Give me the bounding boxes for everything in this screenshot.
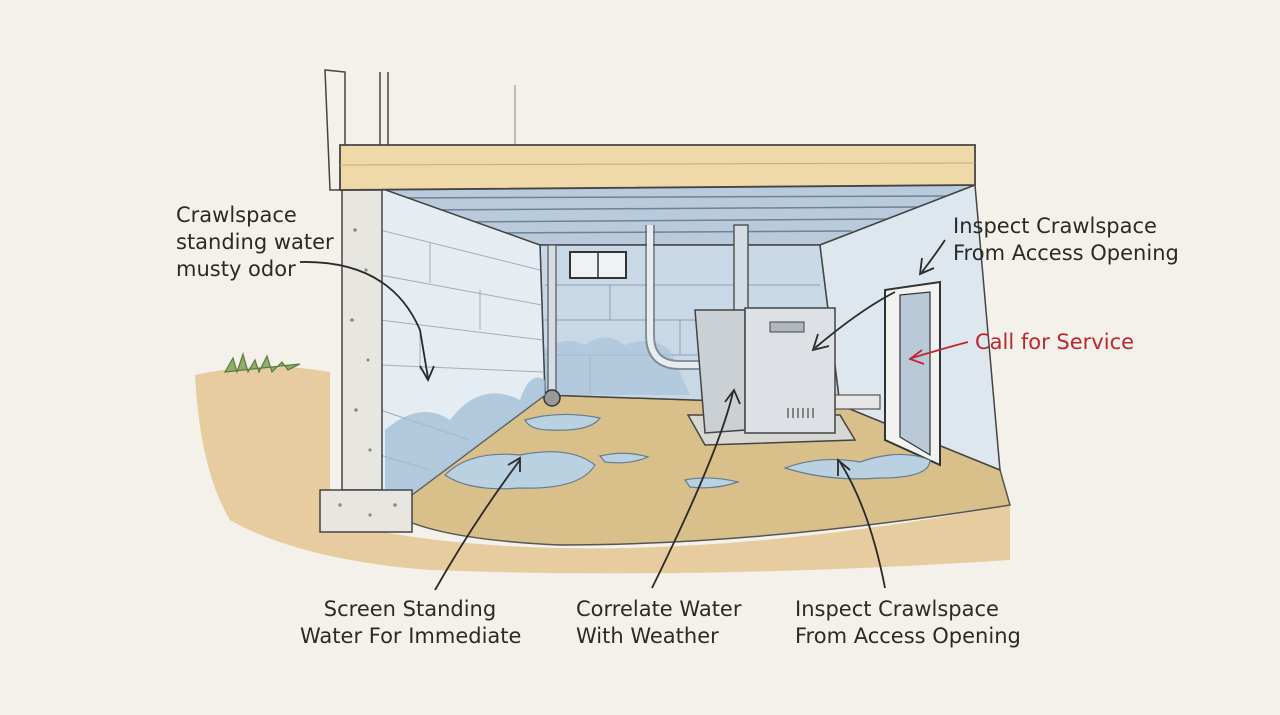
label-line: Call for Service [975,330,1135,354]
access-door-opening [899,291,931,457]
water-stain-left [385,377,545,500]
arrow-bottom-right [839,461,886,589]
floor-beam [339,144,976,191]
label-line: standing water [176,230,334,254]
side-pipe [834,394,881,410]
label-top-right: Inspect Crawlspace From Access Opening [953,213,1179,267]
label-line: musty odor [176,257,296,281]
puddles [444,413,931,490]
crawlspace-floor [404,394,1011,546]
arrow-bottom-left [434,459,521,591]
arrow-bottom-center [651,391,734,589]
label-bottom-center: Correlate Water With Weather [576,596,741,650]
arrow-top-left [299,261,429,379]
label-top-left: Crawlspace standing water musty odor [176,202,334,283]
label-line: Inspect Crawlspace [795,597,999,621]
label-line: Water For Immediate [300,624,522,648]
label-line: With Weather [576,624,719,648]
label-line: Inspect Crawlspace [953,214,1157,238]
foundation-pillar [341,189,383,491]
pointer-arrows [299,239,946,591]
foundation-footing [319,489,413,533]
label-line: Crawlspace [176,203,297,227]
soil-ground [195,366,1010,574]
label-bottom-right: Inspect Crawlspace From Access Opening [795,596,1021,650]
label-line: From Access Opening [953,241,1179,265]
alert-arrow [908,341,969,365]
label-bottom-left: Screen Standing Water For Immediate [300,596,522,650]
label-line: Screen Standing [323,597,497,621]
grass [223,351,301,375]
drain-pipe [733,224,749,321]
label-line: From Access Opening [795,624,1021,648]
arrow-to-unit [814,291,896,349]
arrow-top-right [921,239,946,273]
label-call-for-service: Call for Service [975,329,1134,356]
label-line: Correlate Water [576,597,742,621]
floor-drain [543,389,561,407]
